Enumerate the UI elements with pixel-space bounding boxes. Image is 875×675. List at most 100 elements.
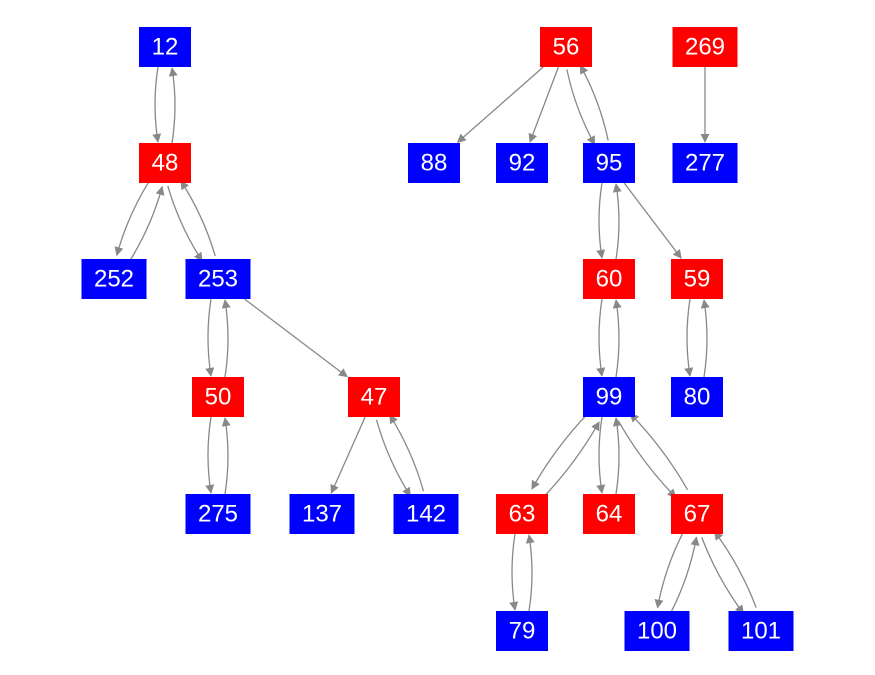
edge-48-to-253 — [167, 185, 203, 262]
node-label: 142 — [406, 500, 446, 527]
graph-node-67: 67 — [671, 494, 723, 534]
node-box — [192, 377, 244, 417]
edge-47-to-137 — [330, 416, 366, 494]
graph-node-50: 50 — [192, 377, 244, 417]
edge-100-to-67 — [669, 536, 700, 614]
edge-275-to-50 — [221, 417, 231, 495]
node-box — [672, 27, 738, 67]
node-box — [583, 143, 635, 183]
nodes-layer: 12 48 252 253 50 47 275 137 142 56 269 88 92 95 277 60 5… — [81, 27, 794, 651]
node-box — [583, 377, 635, 417]
graph-node-99: 99 — [583, 377, 635, 417]
node-box — [185, 494, 251, 534]
edge-95-to-59 — [623, 182, 682, 259]
node-label: 100 — [637, 617, 677, 644]
node-box — [583, 259, 635, 299]
edge-101-to-67 — [714, 530, 757, 608]
node-box — [672, 143, 738, 183]
node-label: 64 — [596, 500, 623, 527]
edge-80-to-59 — [700, 299, 710, 378]
graph-node-80: 80 — [671, 377, 723, 417]
node-label: 137 — [302, 500, 342, 527]
node-box — [671, 377, 723, 417]
graph-node-88: 88 — [408, 143, 460, 183]
node-label: 50 — [205, 383, 232, 410]
node-box — [624, 611, 690, 651]
edge-95-to-60 — [596, 182, 606, 259]
node-label: 12 — [152, 33, 179, 60]
node-label: 101 — [741, 617, 781, 644]
node-box — [289, 494, 355, 534]
graph-node-12: 12 — [139, 27, 191, 67]
node-label: 80 — [684, 383, 711, 410]
node-box — [139, 143, 191, 183]
edge-59-to-80 — [684, 298, 694, 377]
node-box — [540, 27, 592, 67]
node-label: 47 — [361, 383, 388, 410]
node-label: 63 — [509, 500, 536, 527]
node-label: 252 — [94, 265, 134, 292]
edge-47-to-142 — [375, 419, 411, 497]
edge-99-to-60 — [612, 299, 622, 378]
node-label: 60 — [596, 265, 623, 292]
node-label: 275 — [198, 500, 238, 527]
edge-79-to-63 — [525, 534, 535, 612]
edge-67-to-101 — [701, 537, 744, 615]
graph-node-64: 64 — [583, 494, 635, 534]
node-box — [728, 611, 794, 651]
edges-layer — [114, 64, 757, 615]
node-box — [348, 377, 400, 417]
node-box — [671, 259, 723, 299]
node-box — [583, 494, 635, 534]
edge-252-to-48 — [128, 185, 165, 263]
node-label: 67 — [684, 500, 711, 527]
graph-node-48: 48 — [139, 143, 191, 183]
edge-99-to-64 — [596, 416, 606, 494]
edge-67-to-99 — [629, 412, 689, 491]
graph-node-277: 277 — [672, 143, 738, 183]
graph-node-100: 100 — [624, 611, 690, 651]
edge-48-to-252 — [114, 179, 151, 257]
edge-253-to-48 — [180, 180, 216, 257]
edge-50-to-253 — [221, 299, 231, 378]
edge-63-to-79 — [509, 533, 519, 611]
graph-node-79: 79 — [496, 611, 548, 651]
edge-67-to-100 — [654, 531, 685, 609]
edge-95-to-56 — [579, 64, 609, 141]
edge-56-to-95 — [566, 69, 596, 146]
graph-node-101: 101 — [728, 611, 794, 651]
node-box — [671, 494, 723, 534]
node-box — [408, 143, 460, 183]
edge-12-to-48 — [152, 66, 162, 143]
node-box — [496, 143, 548, 183]
edge-99-to-67 — [617, 420, 677, 499]
node-label: 88 — [421, 149, 448, 176]
node-box — [139, 27, 191, 67]
node-label: 253 — [198, 265, 238, 292]
edge-253-to-47 — [244, 298, 348, 378]
node-box — [393, 494, 459, 534]
graph-node-275: 275 — [185, 494, 251, 534]
graph-node-92: 92 — [496, 143, 548, 183]
edge-60-to-95 — [612, 183, 622, 260]
edge-56-to-92 — [528, 66, 560, 143]
node-label: 79 — [509, 617, 536, 644]
node-box — [185, 259, 251, 299]
node-label: 48 — [152, 149, 179, 176]
graph-node-95: 95 — [583, 143, 635, 183]
node-label: 95 — [596, 149, 623, 176]
graph-node-59: 59 — [671, 259, 723, 299]
edge-253-to-50 — [205, 298, 215, 377]
graph-node-253: 253 — [185, 259, 251, 299]
edge-64-to-99 — [612, 417, 622, 495]
node-label: 56 — [553, 33, 580, 60]
graph-node-60: 60 — [583, 259, 635, 299]
edge-142-to-47 — [389, 414, 425, 492]
graph-node-269: 269 — [672, 27, 738, 67]
node-box — [496, 494, 548, 534]
graph-node-63: 63 — [496, 494, 548, 534]
edge-50-to-275 — [205, 416, 215, 494]
edge-48-to-12 — [168, 67, 178, 144]
graph-node-252: 252 — [81, 259, 147, 299]
